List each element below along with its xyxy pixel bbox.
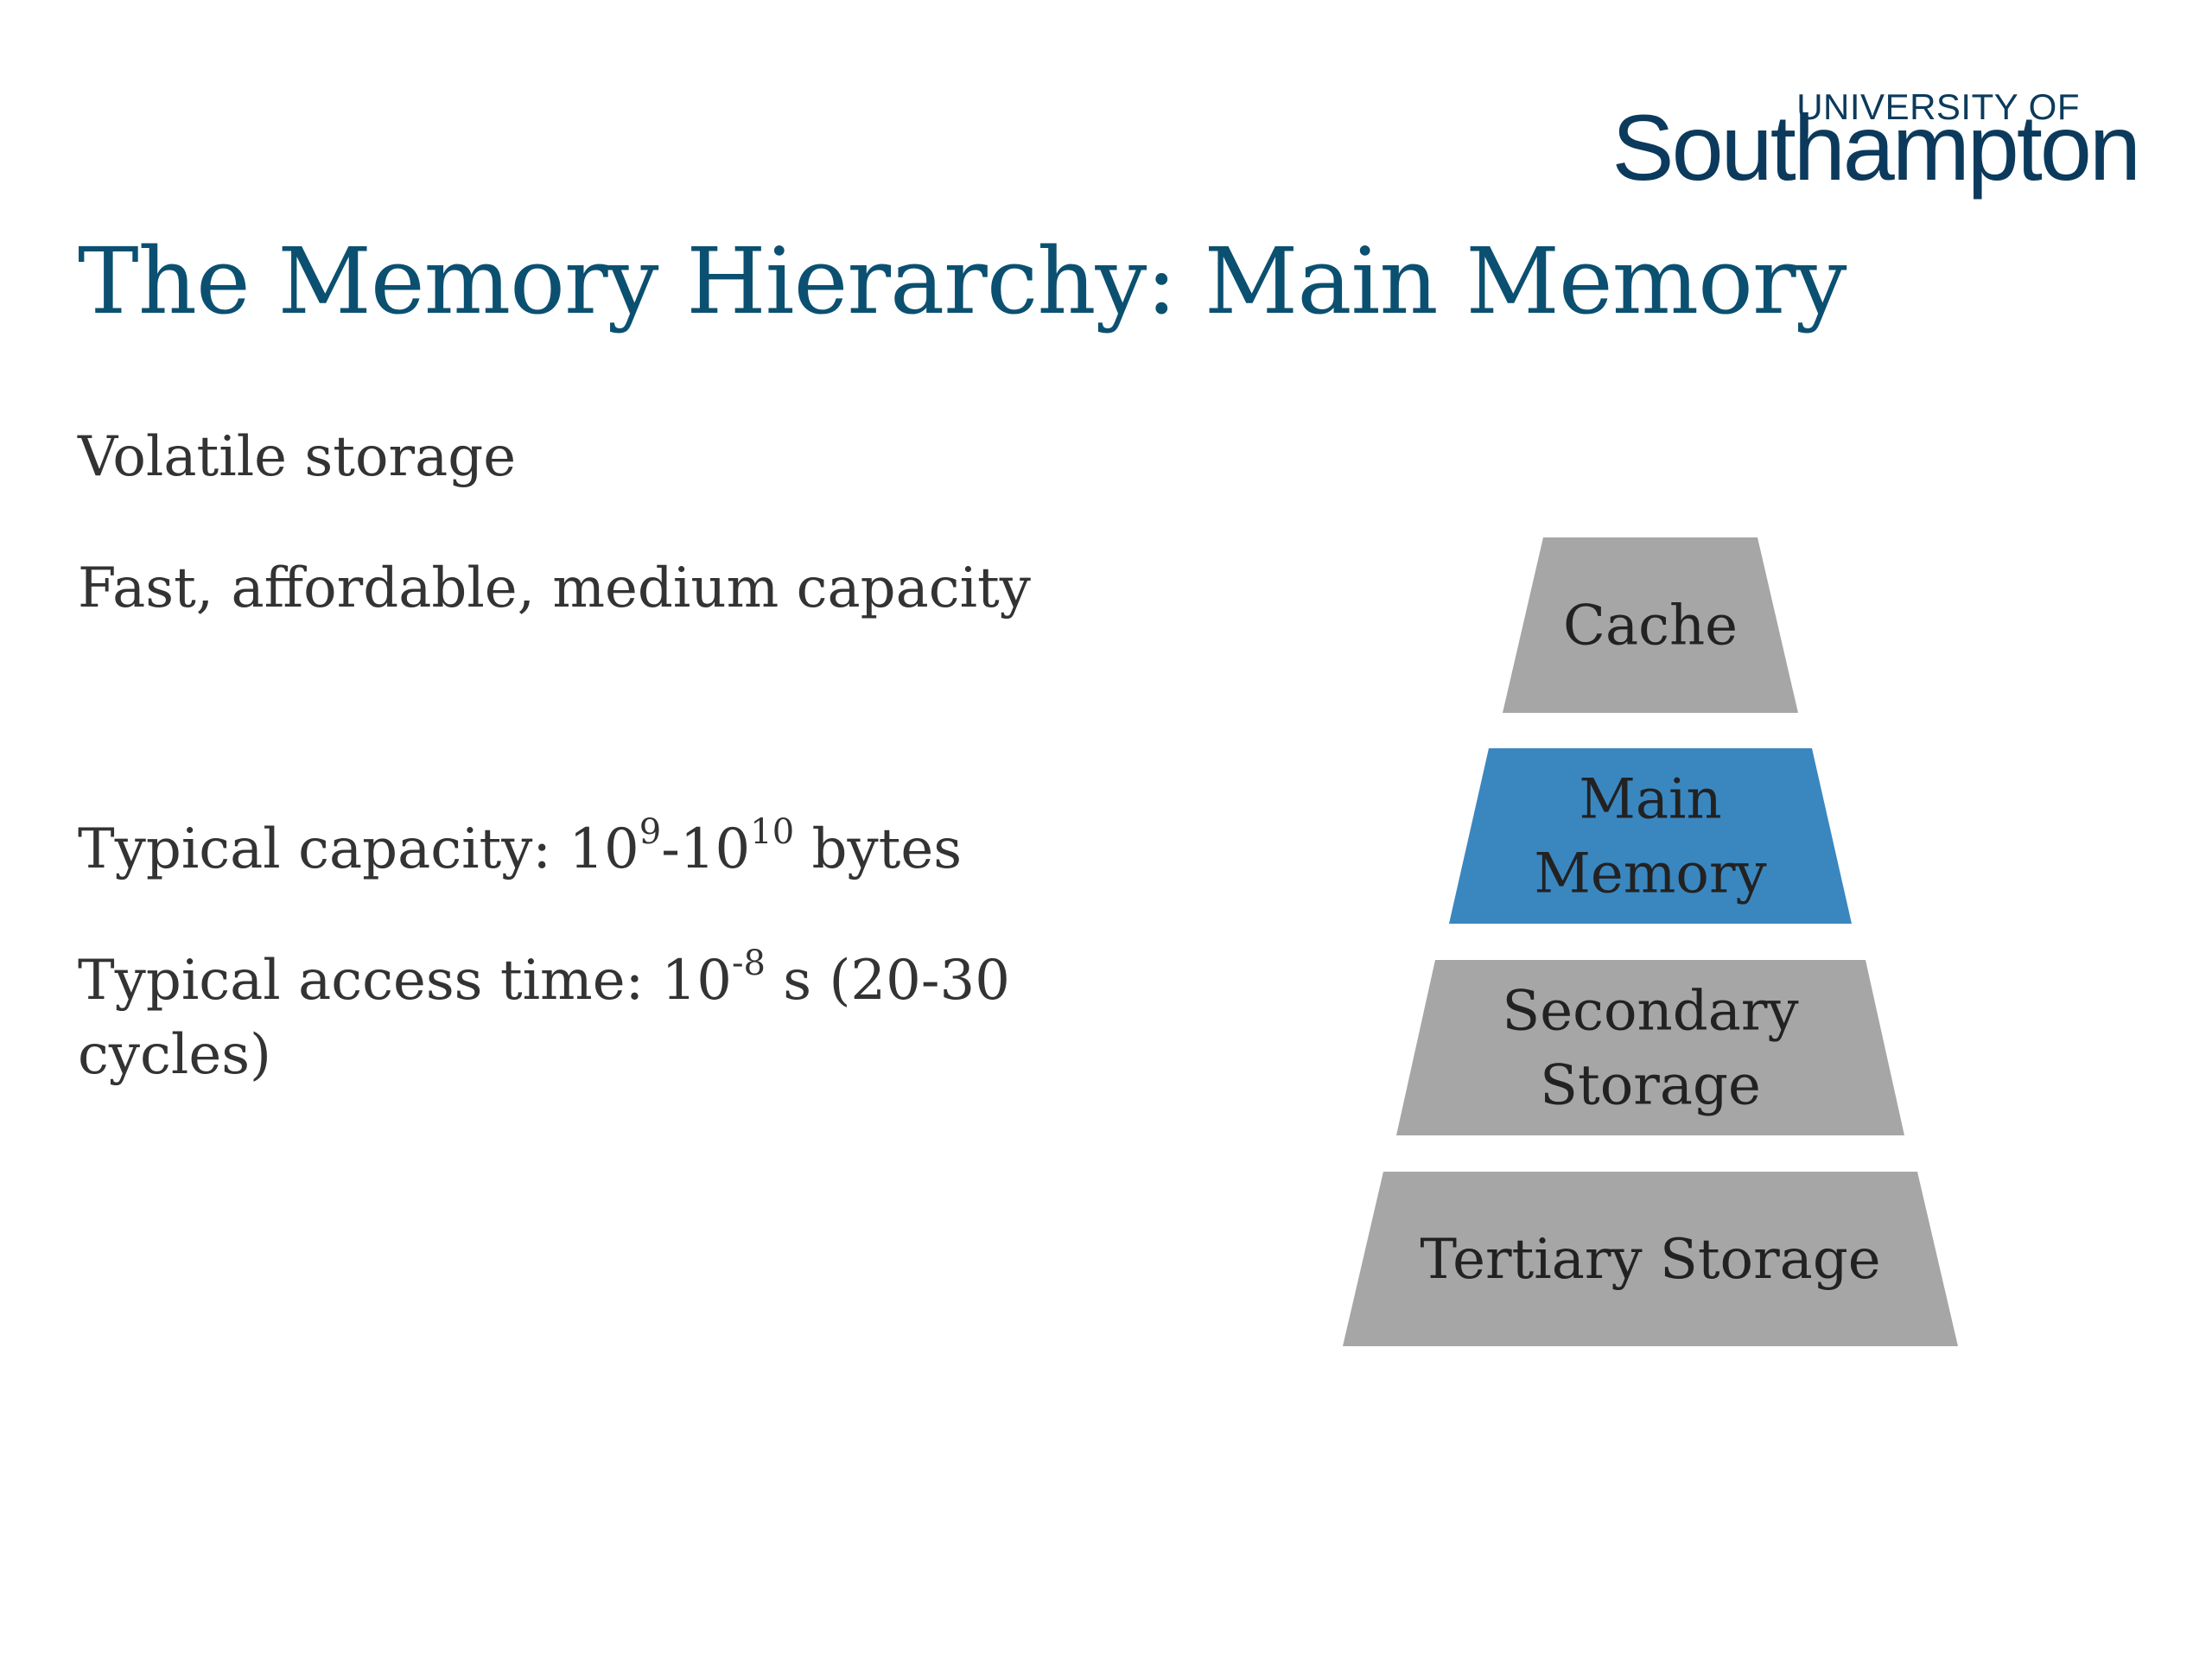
pyramid-label-secondary-storage-line1: Secondary (1502, 980, 1798, 1044)
logo-southampton: Southampton (1611, 95, 2141, 200)
access-suffix: s (20-30 cycles) (78, 949, 1010, 1087)
capacity-exponent-2: 10 (750, 811, 795, 852)
logo-university-of: UNIVERSITY OF (1796, 86, 2080, 127)
pyramid-label-cache: Cache (1563, 594, 1738, 658)
access-exponent: -8 (731, 943, 766, 983)
bullet-volatile: Volatile storage (78, 425, 517, 489)
bullet-fast-affordable: Fast, affordable, medium capacity (78, 556, 1031, 620)
pyramid-layer-cache (1503, 537, 1798, 713)
pyramid-layer-secondary-storage (1396, 960, 1904, 1135)
capacity-exponent-1: 9 (639, 811, 662, 852)
capacity-suffix: bytes (794, 817, 963, 881)
slide-title: The Memory Hierarchy: Main Memory (78, 228, 1847, 334)
bullet-typical-capacity: Typical capacity: 109-1010 bytes (78, 812, 962, 887)
pyramid-label-secondary-storage-line2: Storage (1540, 1054, 1761, 1118)
pyramid-label-main-memory-line1: Main (1579, 768, 1721, 832)
access-prefix: Typical access time: 10 (78, 949, 732, 1013)
pyramid-label-tertiary-storage: Tertiary Storage (1420, 1228, 1880, 1292)
pyramid-label-main-memory-line2: Memory (1534, 842, 1766, 906)
capacity-mid: -10 (661, 817, 751, 881)
university-logo: UNIVERSITY OF Southampton (1586, 78, 2141, 225)
capacity-prefix: Typical capacity: 10 (78, 817, 639, 881)
pyramid-layer-main-memory (1449, 748, 1852, 924)
bullet-access-time: Typical access time: 10-8 s (20-30 cycle… (78, 944, 1097, 1092)
pyramid-layer-tertiary-storage (1343, 1172, 1958, 1346)
